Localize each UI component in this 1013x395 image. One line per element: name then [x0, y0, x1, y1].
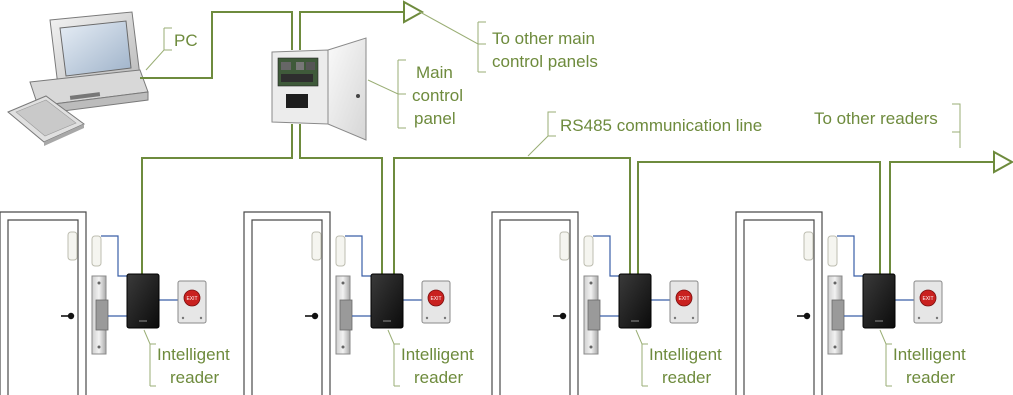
callout-leaders — [145, 11, 961, 157]
reader-label-line1: Intelligent — [157, 345, 230, 364]
main-panel-label-line2: control — [412, 86, 463, 105]
arrow-other-readers-icon — [993, 150, 1013, 174]
exit-button: EXIT — [421, 280, 451, 324]
door-leaf — [499, 219, 571, 395]
other-panels-label-line1: To other main — [492, 29, 595, 48]
electric-strike — [827, 275, 845, 355]
door-leaf — [251, 219, 323, 395]
door-leaf — [7, 219, 79, 395]
pc-computer — [7, 11, 149, 146]
sensor-wire — [837, 235, 864, 277]
exit-button: EXIT — [913, 280, 943, 324]
door-knob-icon — [305, 312, 319, 320]
rs485-label: RS485 communication line — [560, 116, 762, 135]
main-panel-label-line3: panel — [414, 109, 456, 128]
reader-label-line1: Intelligent — [893, 345, 966, 364]
intelligent-reader-device — [370, 273, 404, 329]
intelligent-reader-device — [618, 273, 652, 329]
sensor-wire — [345, 235, 372, 277]
exit-button-text: EXIT — [678, 296, 689, 302]
door-contact-sensor — [311, 231, 322, 261]
door-contact-magnet — [583, 235, 594, 267]
reader-callout — [143, 329, 156, 345]
electric-strike — [91, 275, 109, 355]
reader-label-line1: Intelligent — [401, 345, 474, 364]
panel-to-other-panels-line — [299, 11, 404, 50]
pc-to-panel-line — [140, 11, 293, 79]
rs485-line-to-other-readers — [889, 161, 994, 276]
reader-callout — [635, 329, 648, 345]
door-knob-icon — [61, 312, 75, 320]
door-contact-sensor — [559, 231, 570, 261]
arrow-other-panels-icon — [403, 0, 425, 24]
door-unit-2: EXIT Intelligent reader — [243, 211, 474, 395]
door-unit-4: EXIT Intelligent reader — [735, 211, 966, 395]
door-contact-magnet — [335, 235, 346, 267]
electric-strike — [335, 275, 353, 355]
door-contact-sensor — [803, 231, 814, 261]
exit-button-text: EXIT — [186, 296, 197, 302]
sensor-wire — [101, 235, 128, 277]
pc-label: PC — [174, 31, 198, 50]
reader-callout — [879, 329, 892, 345]
exit-button: EXIT — [177, 280, 207, 324]
door-contact-sensor — [67, 231, 78, 261]
diagram-labels: PC To other main control panels Main con… — [174, 29, 938, 135]
communication-wiring — [140, 0, 1013, 276]
door-knob-icon — [553, 312, 567, 320]
door-knob-icon — [797, 312, 811, 320]
intelligent-reader-device — [126, 273, 160, 329]
rs485-line-reader-2-3 — [393, 157, 631, 276]
other-panels-label-line2: control panels — [492, 52, 598, 71]
rs485-line-reader-1 — [141, 124, 293, 274]
door-contact-magnet — [91, 235, 102, 267]
door-contact-magnet — [827, 235, 838, 267]
reader-label-line2: reader — [906, 368, 955, 387]
door-units: EXIT Intelligent reader EXIT Intelligent read… — [0, 211, 966, 395]
electric-strike — [583, 275, 601, 355]
door-unit-3: EXIT Intelligent reader — [491, 211, 722, 395]
main-control-panel-cabinet — [271, 37, 367, 141]
rs485-line-reader-2a — [299, 124, 383, 276]
reader-label-line2: reader — [414, 368, 463, 387]
reader-label-line2: reader — [662, 368, 711, 387]
intelligent-reader-device — [862, 273, 896, 329]
rs485-line-reader-3-4 — [637, 161, 881, 276]
exit-button-text: EXIT — [430, 296, 441, 302]
door-unit-1: EXIT Intelligent reader — [0, 211, 230, 395]
exit-button: EXIT — [669, 280, 699, 324]
main-panel-label-line1: Main — [416, 63, 453, 82]
exit-button-text: EXIT — [922, 296, 933, 302]
reader-callout — [387, 329, 400, 345]
sensor-wire — [593, 235, 620, 277]
reader-label-line1: Intelligent — [649, 345, 722, 364]
other-readers-label: To other readers — [814, 109, 938, 128]
door-leaf — [743, 219, 815, 395]
reader-label-line2: reader — [170, 368, 219, 387]
